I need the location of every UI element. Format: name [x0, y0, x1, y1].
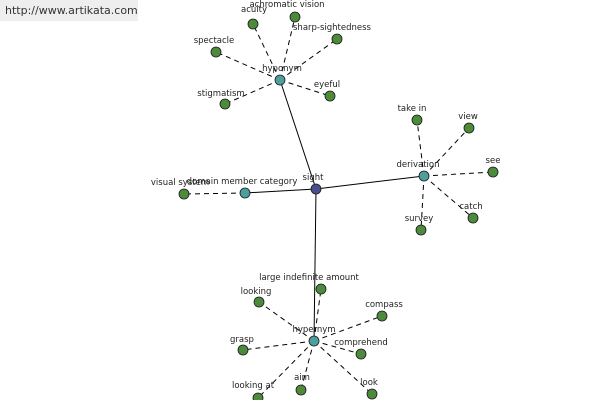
- edge-derivation-leaf: [420, 175, 425, 231]
- edge-hypernym-leaf: [313, 340, 362, 355]
- leaf-node[interactable]: [253, 296, 265, 308]
- edge-derivation: [315, 175, 425, 190]
- leaf-node[interactable]: [295, 384, 307, 396]
- leaf-node[interactable]: [467, 212, 479, 224]
- edge-hyponym-leaf: [279, 38, 338, 81]
- leaf-label: looking: [241, 287, 272, 297]
- edge-hypernym: [313, 188, 317, 342]
- url-banner: http://www.artikata.com: [0, 0, 138, 21]
- leaf-label: see: [486, 156, 501, 166]
- hub-label-hyponym: hyponym: [262, 64, 302, 74]
- leaf-label: view: [458, 112, 478, 122]
- leaf-label: stigmatism: [197, 89, 244, 99]
- center-label: sight: [303, 173, 325, 183]
- leaf-node[interactable]: [366, 388, 378, 400]
- leaf-label: looking at: [232, 381, 275, 391]
- leaf-label: sharp-sightedness: [293, 23, 372, 33]
- edge-hypernym-leaf: [313, 340, 373, 395]
- leaf-label: look: [360, 378, 378, 388]
- hub-node-hyponym[interactable]: [274, 74, 286, 86]
- url-text[interactable]: http://www.artikata.com: [5, 4, 138, 17]
- leaf-label: comprehend: [334, 338, 388, 348]
- hub-label-derivation: derivation: [396, 160, 439, 170]
- hub-node-hypernym[interactable]: [308, 335, 320, 347]
- hub-label-hypernym: hypernym: [292, 325, 335, 335]
- edge-hypernym-leaf: [258, 301, 315, 342]
- leaf-node[interactable]: [411, 114, 423, 126]
- leaf-node[interactable]: [210, 46, 222, 58]
- edge-hyponym-leaf: [224, 79, 281, 105]
- hub-label-domain: domain member category: [187, 177, 298, 187]
- leaf-node[interactable]: [315, 283, 327, 295]
- leaf-node[interactable]: [376, 310, 388, 322]
- leaf-label: catch: [459, 202, 482, 212]
- edge-derivation-leaf: [423, 127, 470, 177]
- leaf-node[interactable]: [487, 166, 499, 178]
- leaf-label: spectacle: [194, 36, 235, 46]
- leaf-node[interactable]: [237, 344, 249, 356]
- center-node[interactable]: [310, 183, 322, 195]
- edge-hyponym-leaf: [252, 23, 281, 81]
- leaf-node[interactable]: [331, 33, 343, 45]
- edges: [183, 16, 494, 399]
- edge-hypernym-leaf: [242, 340, 315, 351]
- leaf-node[interactable]: [252, 392, 264, 400]
- edge-hypernym-leaf: [257, 340, 315, 399]
- leaf-label: compass: [365, 300, 403, 310]
- leaf-node[interactable]: [219, 98, 231, 110]
- leaf-label: achromatic vision: [249, 0, 324, 10]
- edge-derivation-leaf: [416, 119, 425, 177]
- leaf-node[interactable]: [463, 122, 475, 134]
- leaf-label: eyeful: [314, 80, 340, 90]
- leaf-label: visual system: [151, 178, 209, 188]
- edge-derivation-leaf: [423, 175, 474, 219]
- leaf-node[interactable]: [289, 11, 301, 23]
- leaf-label: large indefinite amount: [259, 273, 359, 283]
- edge-domain-leaf: [183, 192, 246, 195]
- edge-hyponym: [279, 79, 317, 190]
- edge-derivation-leaf: [423, 171, 494, 177]
- edge-hyponym-leaf: [279, 16, 296, 81]
- leaf-label: take in: [398, 104, 427, 114]
- leaf-label: grasp: [230, 335, 254, 345]
- leaf-node[interactable]: [324, 90, 336, 102]
- leaf-label: survey: [405, 214, 434, 224]
- hub-node-derivation[interactable]: [418, 170, 430, 182]
- leaf-node[interactable]: [247, 18, 259, 30]
- edge-hypernym-leaf: [313, 315, 383, 342]
- leaf-label: aim: [294, 373, 310, 383]
- leaf-label: acuity: [241, 5, 267, 15]
- hub-node-domain[interactable]: [239, 187, 251, 199]
- leaf-node[interactable]: [178, 188, 190, 200]
- leaf-node[interactable]: [355, 348, 367, 360]
- edge-domain: [244, 188, 317, 194]
- leaf-node[interactable]: [415, 224, 427, 236]
- edge-hyponym-leaf: [215, 51, 281, 81]
